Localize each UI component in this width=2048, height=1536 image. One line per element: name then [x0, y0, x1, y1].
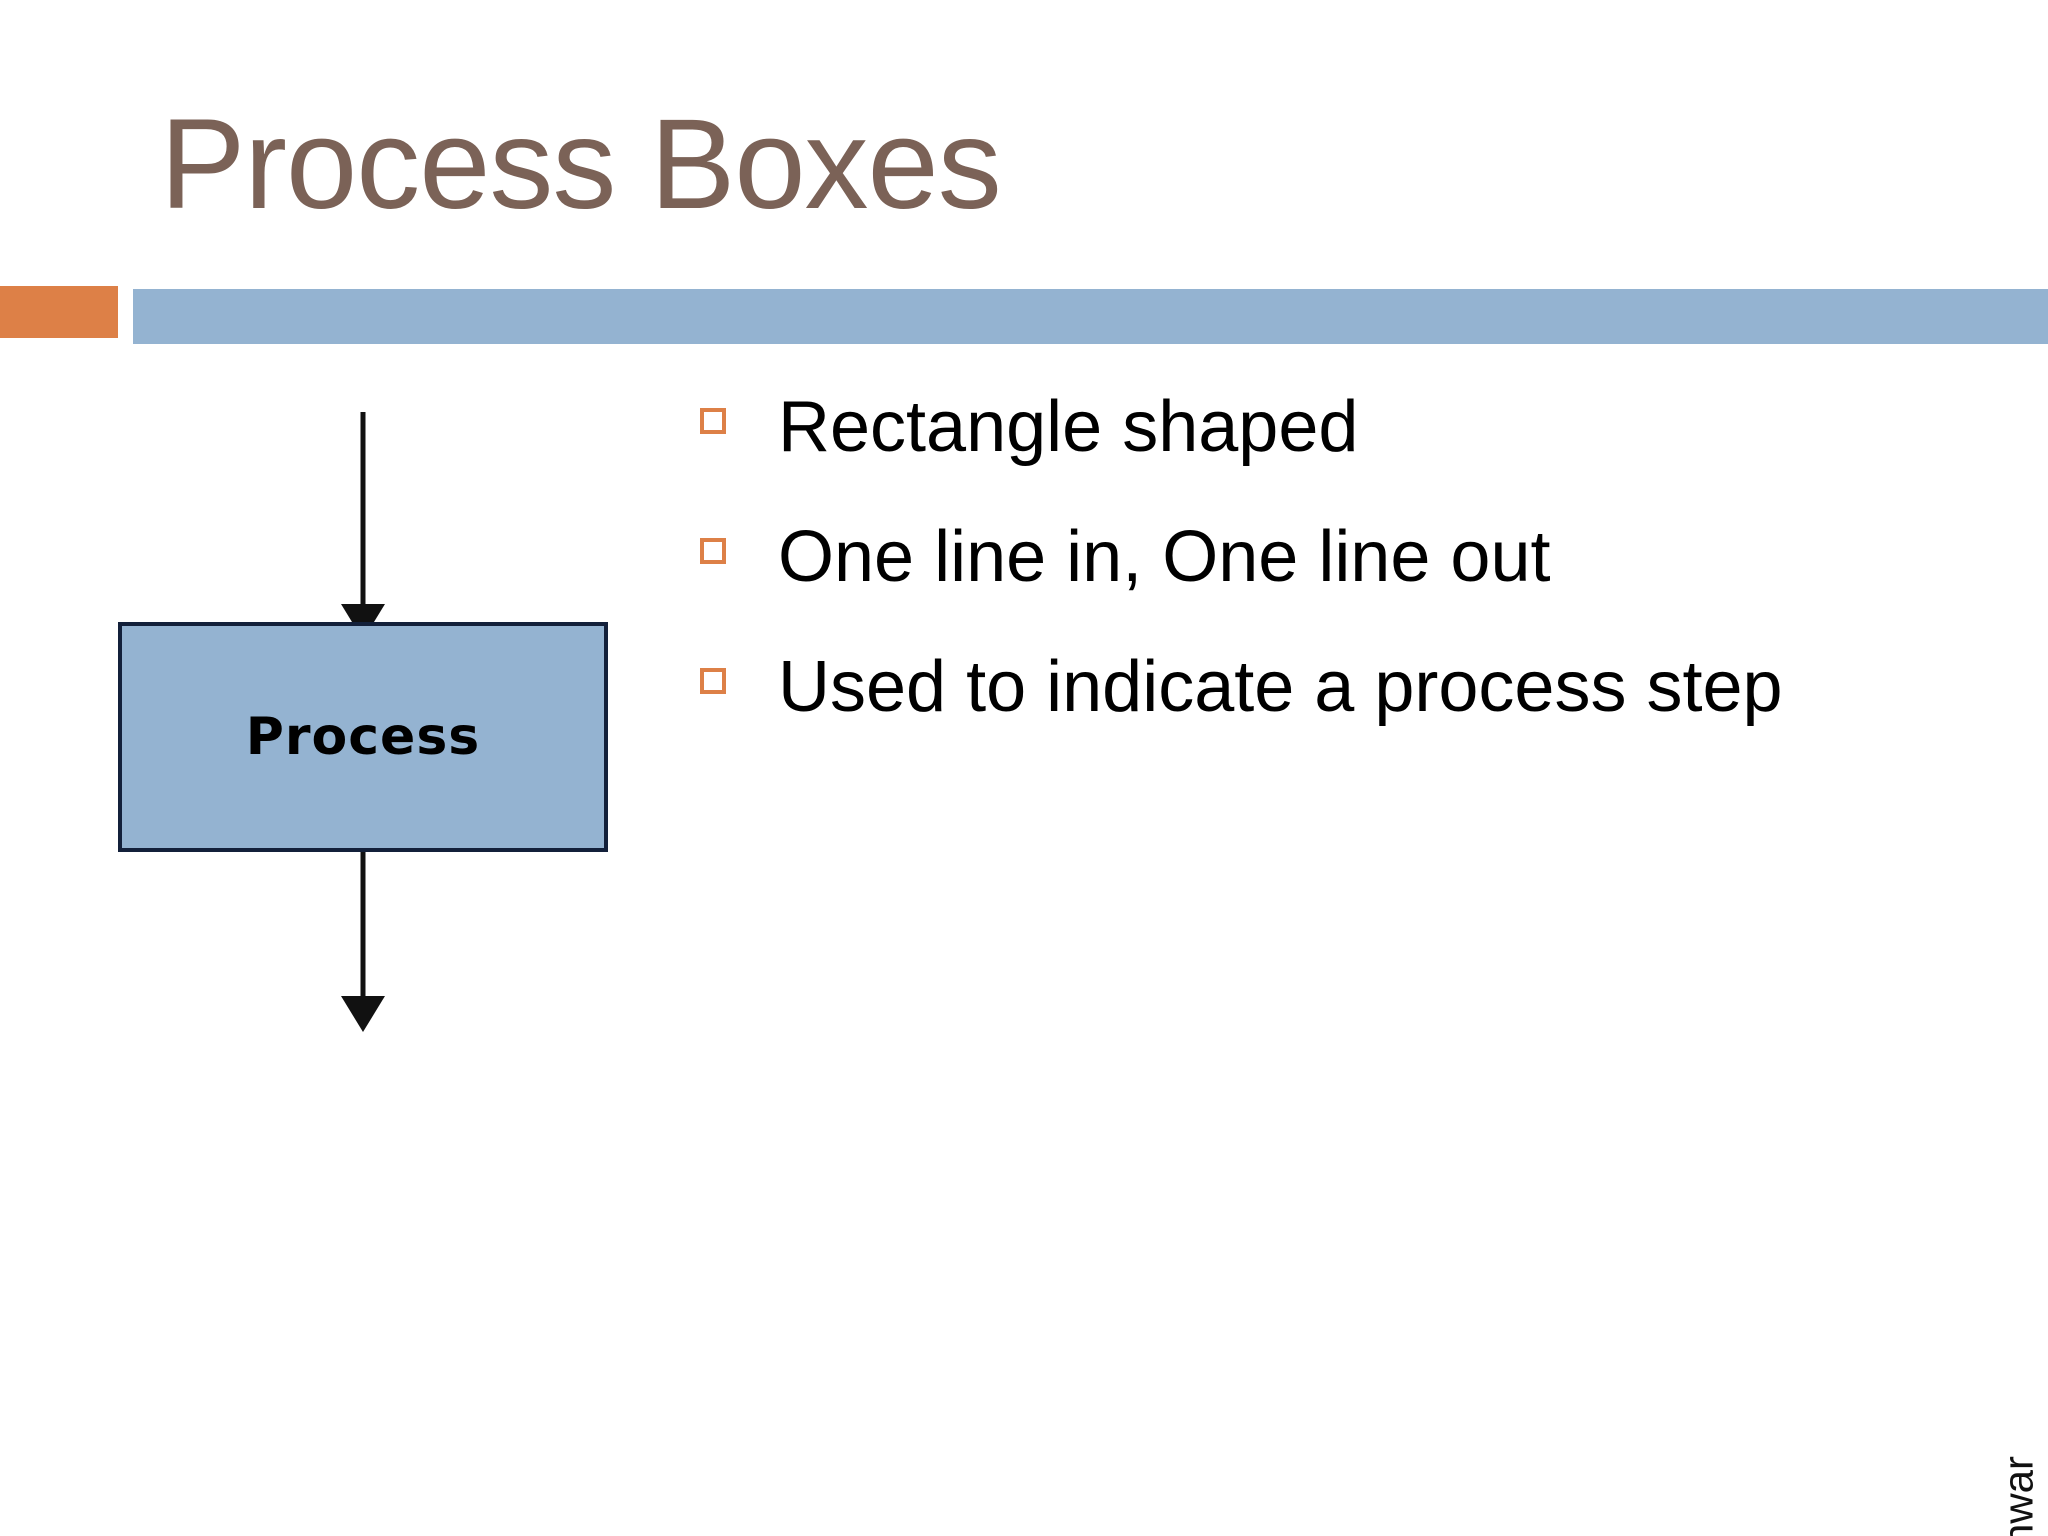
list-item-label: One line in, One line out: [778, 517, 1551, 597]
hollow-square-bullet-icon: [700, 408, 726, 434]
list-item: Rectangle shaped: [700, 386, 2000, 468]
accent-block-orange: [0, 286, 118, 338]
incoming-arrow-icon: [341, 412, 385, 640]
process-box-label: Process: [245, 707, 481, 767]
list-item: One line in, One line out: [700, 516, 2000, 598]
header-bar-blue: [133, 289, 2048, 344]
author-credit: Saira Anwar: [1994, 1456, 2042, 1536]
bullet-list: Rectangle shaped One line in, One line o…: [700, 386, 2000, 776]
process-box-shape[interactable]: Process: [118, 622, 608, 852]
list-item: Used to indicate a process step: [700, 646, 2000, 728]
hollow-square-bullet-icon: [700, 668, 726, 694]
hollow-square-bullet-icon: [700, 538, 726, 564]
header-divider: [0, 286, 2048, 344]
outgoing-arrow-icon: [341, 852, 385, 1032]
list-item-label: Rectangle shaped: [778, 387, 1359, 467]
list-item-label: Used to indicate a process step: [778, 647, 1783, 727]
page-title: Process Boxes: [160, 93, 1002, 236]
